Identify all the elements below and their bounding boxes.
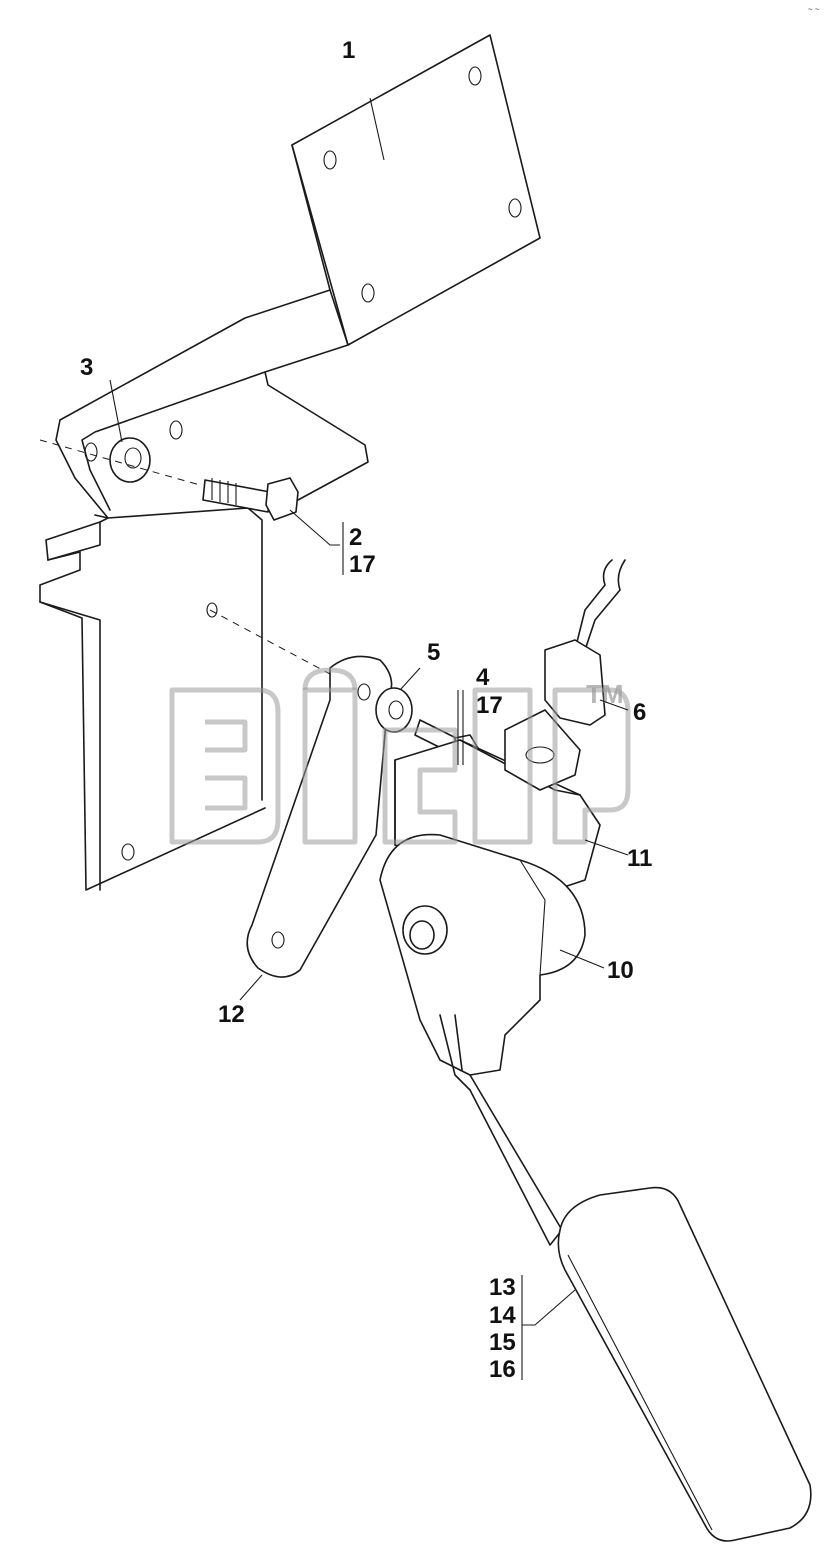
leader-lines [109,97,629,1380]
callout-5: 5 [427,639,440,666]
lever-12 [246,655,393,978]
connector-6 [504,559,626,791]
callout-labels: 1 3 2 17 5 4 17 6 11 10 12 13 14 15 16 [80,37,652,1383]
callout-2: 2 [349,524,362,551]
watermark-logo: TM [169,667,631,845]
pedal-assembly-10 [379,833,586,1076]
callout-10: 10 [607,957,634,984]
callout-1: 1 [342,37,355,64]
callout-12: 12 [218,1001,245,1028]
callout-3: 3 [80,354,93,381]
pedal-arm [439,1014,563,1246]
corner-mark: ~ ~ [808,5,820,14]
callout-4: 4 [476,664,490,691]
pedal-pad [557,1186,812,1542]
washer-3 [109,437,151,483]
callout-6: 6 [633,699,646,726]
side-plate [39,507,266,891]
callout-14: 14 [489,1302,516,1329]
ring-terminal-5 [375,687,413,733]
watermark-tm-text: TM [586,679,624,709]
callout-11: 11 [627,845,652,872]
bolt-2 [202,477,299,521]
callout-17-upper: 17 [349,551,376,578]
callout-15: 15 [489,1329,516,1356]
callout-16: 16 [489,1356,516,1383]
callout-13: 13 [489,1274,516,1301]
callout-17-lower: 17 [476,692,503,719]
